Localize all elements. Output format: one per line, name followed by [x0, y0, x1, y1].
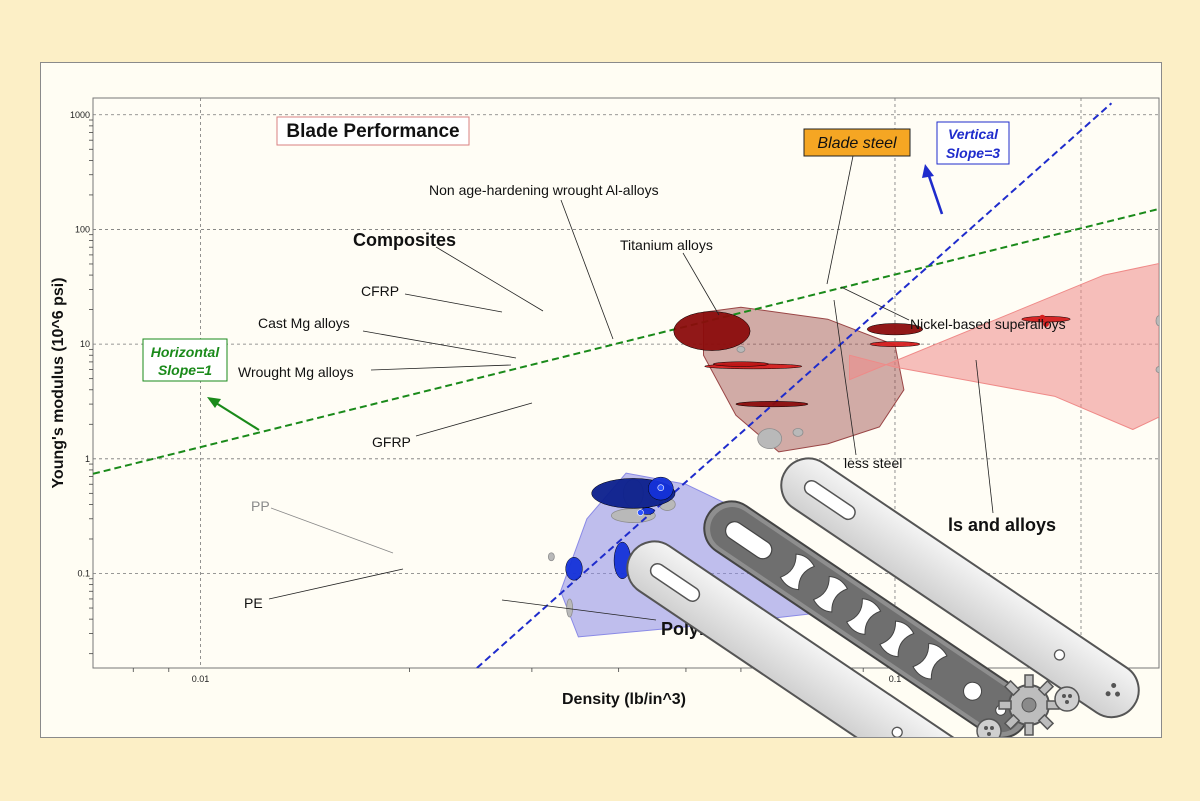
horizontal-arrow — [207, 397, 260, 431]
material-bubbles — [565, 311, 1071, 581]
leader-pp — [270, 507, 394, 554]
y-tick-label: 100 — [75, 224, 90, 234]
bubble-pe — [565, 557, 583, 581]
leader-composites — [435, 246, 544, 312]
label-pp: PP — [251, 498, 270, 514]
envelope-composites — [703, 306, 905, 453]
label-gfrp: GFRP — [372, 434, 411, 450]
point-marker — [1039, 314, 1046, 321]
label-vertical: Vertical — [948, 126, 999, 142]
leader-al — [560, 199, 614, 340]
y-tick-label: 1000 — [70, 110, 90, 120]
bubble-wrought-mg-alloys — [712, 361, 769, 367]
leader-nickel — [840, 286, 910, 321]
point-marker — [1043, 320, 1050, 327]
grey-material-bubble — [1155, 315, 1159, 327]
leader-titanium — [682, 252, 720, 316]
label-blade-steel: Blade steel — [817, 135, 897, 152]
horizontal-slope-box — [142, 338, 228, 382]
label-cast-mg: Cast Mg alloys — [258, 315, 350, 331]
label-slope1: Slope=1 — [158, 362, 212, 378]
label-pe: PE — [244, 595, 263, 611]
axis-ticks: 0.1 1 10 100 1000 0.01 0.1 — [70, 110, 1105, 684]
leader-cast-mg — [362, 330, 517, 359]
y-tick-label: 0.1 — [77, 569, 90, 579]
vertical-slope-box — [936, 121, 1010, 165]
grey-material-bubble — [792, 427, 804, 437]
label-slope3: Slope=3 — [946, 145, 1000, 161]
label-al-alloys: Non age-hardening wrought Al-alloys — [429, 182, 659, 198]
rivet-disc-left — [976, 718, 1002, 737]
envelope-metals-and-alloys — [849, 263, 1159, 430]
label-metals: ls and alloys — [948, 515, 1056, 535]
guidelines — [93, 102, 1159, 668]
grey-material-bubble — [547, 552, 555, 562]
x-tick-label: 0.01 — [192, 674, 210, 684]
y-tick-label: 1 — [85, 454, 90, 464]
chart-svg: 0.1 1 10 100 1000 0.01 0.1 — [50, 97, 1160, 737]
blade-steel-box — [803, 128, 911, 157]
guideline-slope-3 — [476, 102, 1113, 668]
bubble-cfrp — [673, 311, 751, 351]
bubble-gfrp — [735, 401, 809, 408]
vertical-arrow — [922, 164, 944, 215]
label-titanium: Titanium alloys — [620, 237, 713, 253]
chart-title: Blade Performance — [286, 121, 459, 142]
leader-metals — [975, 359, 994, 514]
x-tick-label: 0.1 — [889, 674, 902, 684]
label-composites: Composites — [353, 230, 456, 250]
x-axis-title: Density (lb/in^3) — [562, 691, 686, 708]
point-marker — [657, 484, 665, 492]
leader-gfrp — [415, 402, 533, 437]
leader-wrought-mg — [370, 364, 512, 371]
label-wrought-mg: Wrought Mg alloys — [238, 364, 354, 380]
leader-lines — [268, 155, 994, 621]
leader-stainless — [833, 299, 857, 456]
leader-polymers — [501, 599, 657, 621]
leader-blade-steel — [826, 155, 854, 285]
chart-frame: 0.1 1 10 100 1000 0.01 0.1 — [40, 62, 1162, 738]
grey-material-bubble — [566, 598, 574, 618]
leader-pe — [268, 568, 404, 600]
grey-material-bubble — [757, 428, 783, 450]
rivet-disc-right — [1054, 686, 1080, 712]
grey-material-bubble — [1155, 366, 1159, 373]
label-stainless: less steel — [844, 455, 902, 471]
bubble-al-alloys-age-hardened- — [866, 323, 924, 336]
bubble-non-age-hardening-wrought-al-alloys — [869, 341, 921, 347]
leader-cfrp — [404, 293, 503, 313]
label-horizontal: Horizontal — [151, 344, 221, 360]
y-tick-label: 10 — [80, 339, 90, 349]
guideline-slope-1 — [93, 207, 1159, 475]
label-cfrp: CFRP — [361, 283, 399, 299]
y-axis-title: Young's modulus (10^6 psi) — [50, 277, 67, 488]
grey-material-bubble — [736, 345, 746, 353]
chainsaw-bar-illustration — [626, 457, 1140, 737]
point-marker — [637, 509, 644, 516]
label-nickel: Nickel-based superalloys — [910, 316, 1066, 332]
title-box — [276, 116, 470, 146]
